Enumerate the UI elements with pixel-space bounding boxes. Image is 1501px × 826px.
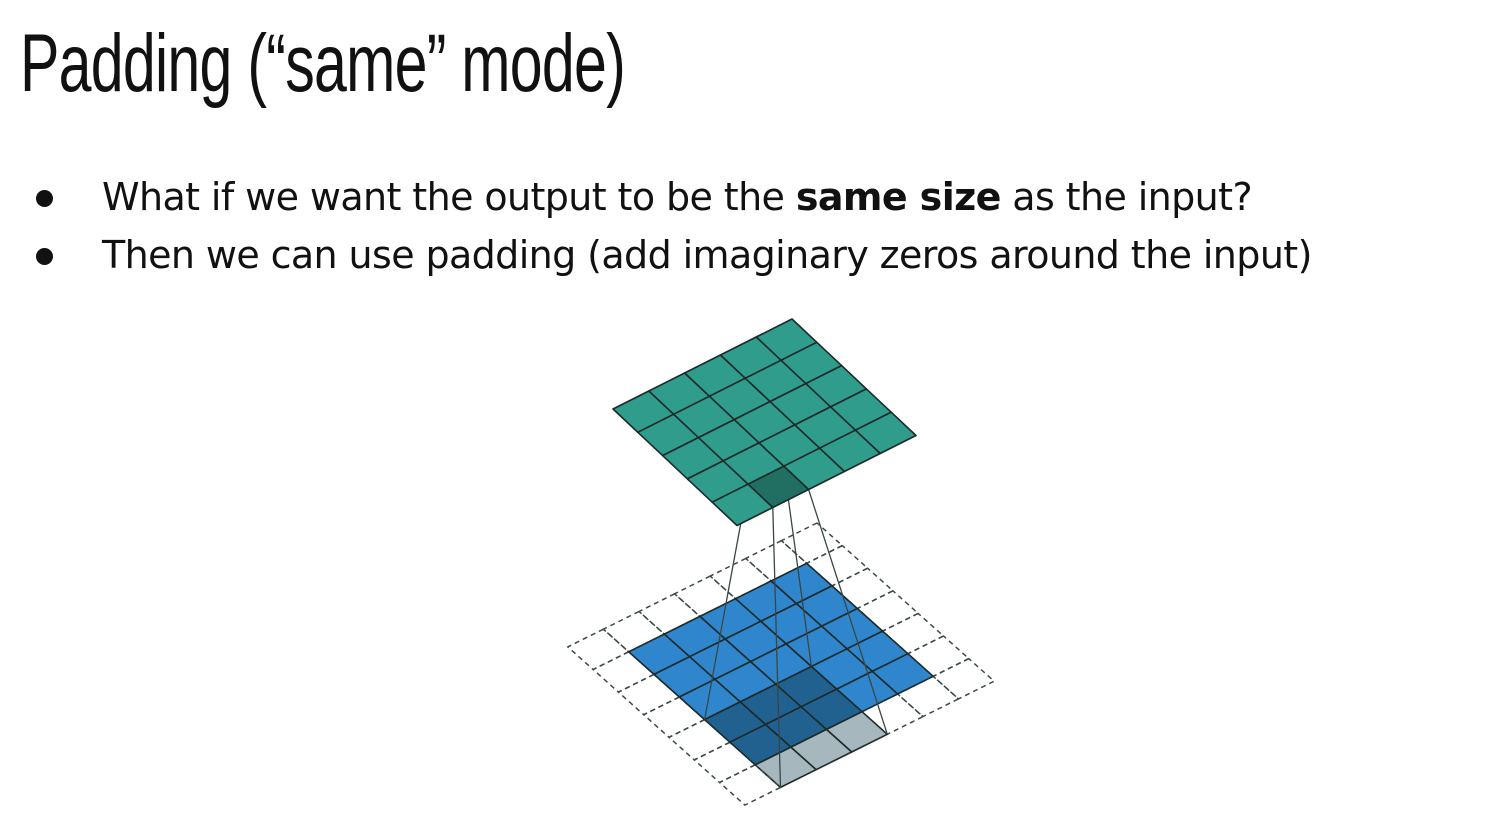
padding-cell <box>896 675 960 718</box>
bullet-dot-icon <box>36 248 53 265</box>
padding-cell <box>718 764 782 806</box>
padding-cell <box>780 522 844 565</box>
projection-lines <box>703 466 888 788</box>
bullet-dot-icon <box>36 190 53 207</box>
bullet-text-bold: same size <box>795 175 1002 219</box>
bullet-text-plain: Then we can use padding (add imaginary z… <box>102 233 1312 277</box>
padding-cell <box>932 657 995 700</box>
output-cell <box>711 483 774 527</box>
slide-title: Padding (“same” mode) <box>20 18 626 109</box>
output-layer <box>612 318 917 527</box>
projection-line <box>807 489 888 735</box>
bullet-text: Then we can use padding (add imaginary z… <box>102 226 1312 284</box>
input-layer <box>567 522 995 806</box>
projection-line <box>772 507 782 788</box>
padding-cell <box>567 628 630 671</box>
bullet-text-plain: What if we want the output to be the <box>102 175 796 219</box>
input-cell-kernel <box>729 723 792 766</box>
bullet-text-plain: as the input? <box>1000 175 1253 219</box>
bullet-text: What if we want the output to be the sam… <box>102 168 1253 226</box>
